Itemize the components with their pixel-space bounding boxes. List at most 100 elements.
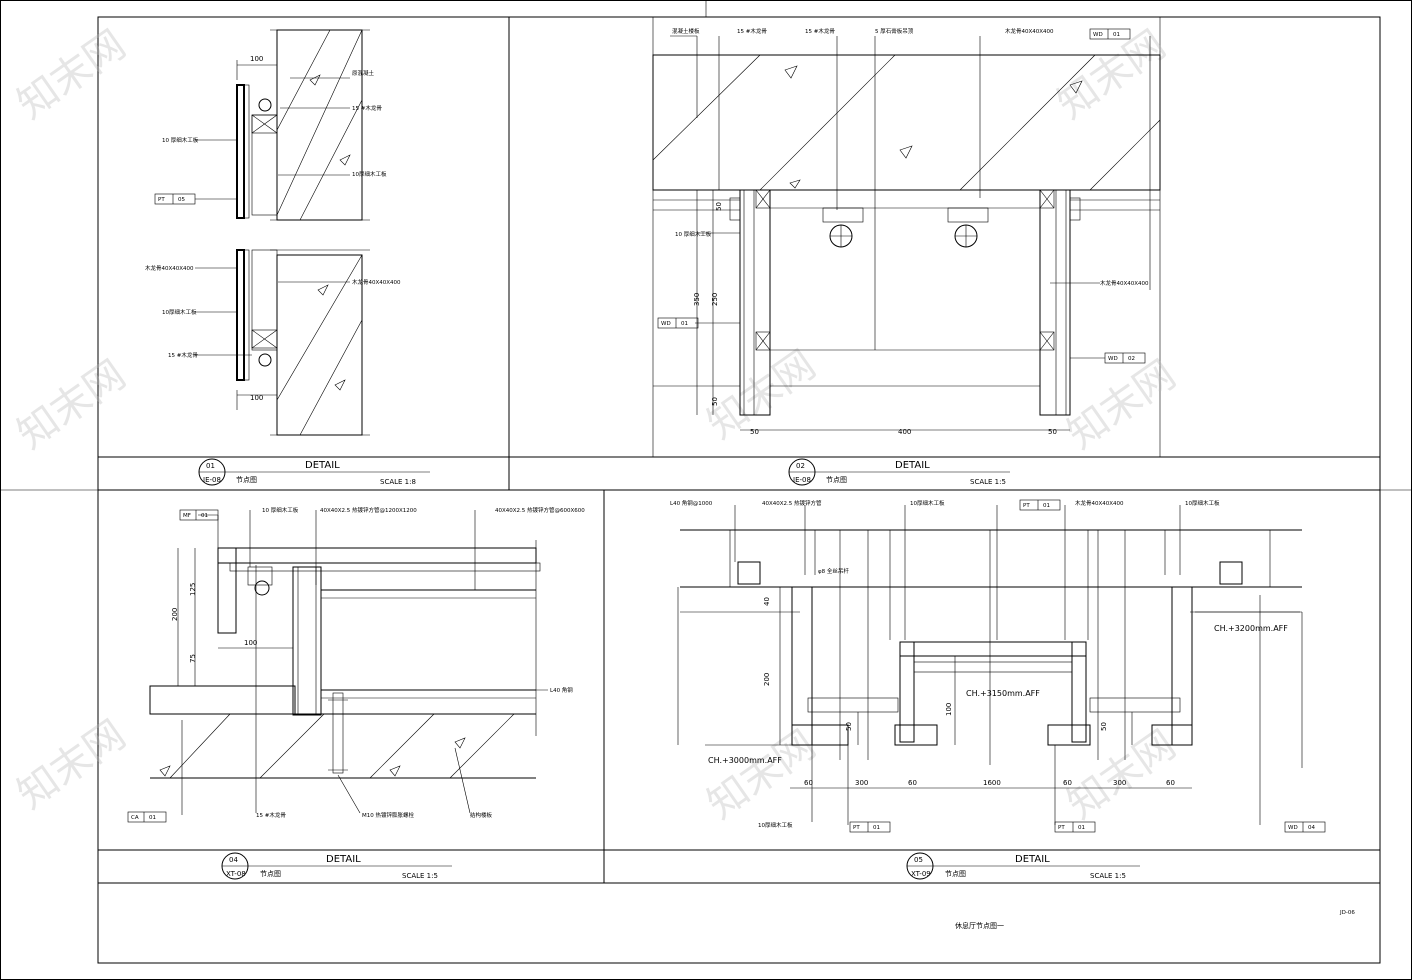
watermark: 知末网 (1059, 722, 1184, 829)
svg-text:节点图: 节点图 (236, 476, 257, 484)
svg-text:WD: WD (1108, 356, 1118, 362)
watermark: 知末网 (9, 352, 134, 459)
detail-01-drawing (195, 29, 370, 436)
dim-text: 400 (898, 428, 911, 436)
svg-text:01: 01 (873, 825, 880, 831)
level-mark: CH.+3200mm.AFF (1214, 624, 1288, 633)
detail-02-label: 15 #木龙骨 (805, 27, 835, 35)
svg-text:DETAIL: DETAIL (326, 854, 361, 865)
svg-text:XT-09: XT-09 (911, 870, 931, 878)
svg-text:01: 01 (1043, 503, 1050, 509)
material-tag: WD 04 (1284, 821, 1326, 833)
svg-text:DETAIL: DETAIL (305, 460, 340, 471)
svg-text:MF: MF (183, 513, 191, 519)
material-tag: MF 01 (179, 509, 219, 521)
dim-text: 250 (711, 293, 719, 306)
detail-01-label: 木龙骨40X40X400 (145, 264, 194, 272)
svg-text:01: 01 (149, 815, 156, 821)
dim-text: 50 (711, 397, 719, 406)
detail-05-label: 木龙骨40X40X400 (1075, 499, 1124, 507)
dim-text: 50 (1100, 722, 1108, 731)
material-tag: WD 02 (1104, 352, 1146, 364)
detail-01-label: 15 #木龙骨 (352, 104, 382, 112)
svg-text:05: 05 (178, 197, 185, 203)
detail-05-label: 10厚细木工板 (758, 821, 793, 829)
svg-text:02: 02 (1128, 356, 1135, 362)
detail-05-label: 10厚细木工板 (1185, 499, 1220, 507)
svg-text:01: 01 (206, 462, 215, 470)
detail-05-label: 40X40X2.5 热镀锌方管 (762, 499, 822, 507)
detail-04-titleblock: 04 XT-08 DETAIL 节点图 SCALE 1:5 (221, 852, 452, 880)
detail-05-label: φ8 全丝吊杆 (818, 567, 849, 575)
detail-05-label: 10厚细木工板 (910, 499, 945, 507)
watermark: 知末网 (699, 342, 824, 449)
svg-text:CA: CA (131, 815, 139, 821)
detail-01-label: 10厚细木工板 (162, 308, 197, 316)
svg-text:01: 01 (681, 321, 688, 327)
material-tag: PT 01 (1019, 499, 1061, 511)
svg-text:IE-08: IE-08 (793, 476, 811, 484)
detail-02-label: 木龙骨40X40X400 (1005, 27, 1054, 35)
svg-text:XT-08: XT-08 (226, 870, 246, 878)
level-mark: CH.+3000mm.AFF (708, 756, 782, 765)
svg-text:WD: WD (661, 321, 671, 327)
dim-text: 100 (945, 703, 953, 716)
sheet-number: JD-06 (1339, 910, 1355, 916)
dim-text: 125 (189, 583, 197, 596)
svg-text:SCALE 1:5: SCALE 1:5 (1090, 872, 1126, 880)
svg-text:PT: PT (1023, 503, 1030, 509)
detail-02-label: 木龙骨40X40X400 (1100, 279, 1149, 287)
detail-05-drawing (677, 505, 1303, 825)
dim-text: 75 (189, 654, 197, 663)
detail-02-label: 混凝土楼板 (672, 27, 700, 35)
dim-text: 200 (763, 673, 771, 686)
detail-04-label: 40X40X2.5 热镀锌方管@600X600 (495, 506, 585, 514)
dim-text: 200 (171, 608, 179, 621)
svg-text:WD: WD (1093, 32, 1103, 38)
svg-text:DETAIL: DETAIL (1015, 854, 1050, 865)
dim-text: 40 (763, 597, 771, 606)
detail-04-label: 结构楼板 (470, 811, 493, 819)
svg-text:04: 04 (229, 856, 238, 864)
dim-text: 350 (693, 293, 701, 306)
detail-02-drawing (652, 35, 1161, 431)
detail-01-label: 木龙骨40X40X400 (352, 278, 401, 286)
dim-text: 50 (845, 722, 853, 731)
dim-text: 50 (750, 428, 759, 436)
detail-02-titleblock: 02 IE-08 DETAIL 节点图 SCALE 1:5 (788, 458, 1010, 486)
watermark: 知末网 (9, 22, 134, 129)
detail-04-drawing (149, 510, 548, 815)
dim-text: 1600 (983, 779, 1001, 787)
detail-01-titleblock: 01 IE-08 DETAIL 节点图 SCALE 1:8 (198, 458, 430, 486)
dim-text: 100 (244, 639, 257, 647)
svg-text:SCALE 1:8: SCALE 1:8 (380, 478, 416, 486)
material-tag: PT 01 (849, 821, 891, 833)
svg-text:PT: PT (158, 197, 165, 203)
svg-text:01: 01 (201, 513, 208, 519)
svg-text:PT: PT (853, 825, 860, 831)
svg-text:01: 01 (1113, 32, 1120, 38)
dim-text: 100 (250, 55, 263, 63)
svg-text:节点图: 节点图 (826, 476, 847, 484)
svg-text:DETAIL: DETAIL (895, 460, 930, 471)
detail-02-label: 10 厚细木工板 (675, 230, 712, 238)
svg-text:PT: PT (1058, 825, 1065, 831)
detail-01-label: 10厚细木工板 (352, 170, 387, 178)
svg-text:01: 01 (1078, 825, 1085, 831)
detail-04-label: 15 #木龙骨 (256, 811, 286, 819)
svg-text:02: 02 (796, 462, 805, 470)
dim-text: 60 (1063, 779, 1072, 787)
detail-05-titleblock: 05 XT-09 DETAIL 节点图 SCALE 1:5 (906, 852, 1140, 880)
svg-text:WD: WD (1288, 825, 1298, 831)
sheet-title: 休息厅节点图一 (955, 921, 1004, 930)
watermark: 知末网 (1059, 352, 1184, 459)
detail-02-label: 5 厚石膏板吊顶 (875, 27, 914, 35)
dim-text: 50 (1048, 428, 1057, 436)
detail-04-label: 40X40X2.5 热镀锌方管@1200X1200 (320, 506, 417, 514)
svg-text:节点图: 节点图 (945, 870, 966, 878)
detail-01-label: 10 厚细木工板 (162, 136, 199, 144)
material-tag: WD 01 (657, 317, 699, 329)
svg-text:05: 05 (914, 856, 923, 864)
detail-04-label: L40 角钢 (550, 686, 573, 694)
